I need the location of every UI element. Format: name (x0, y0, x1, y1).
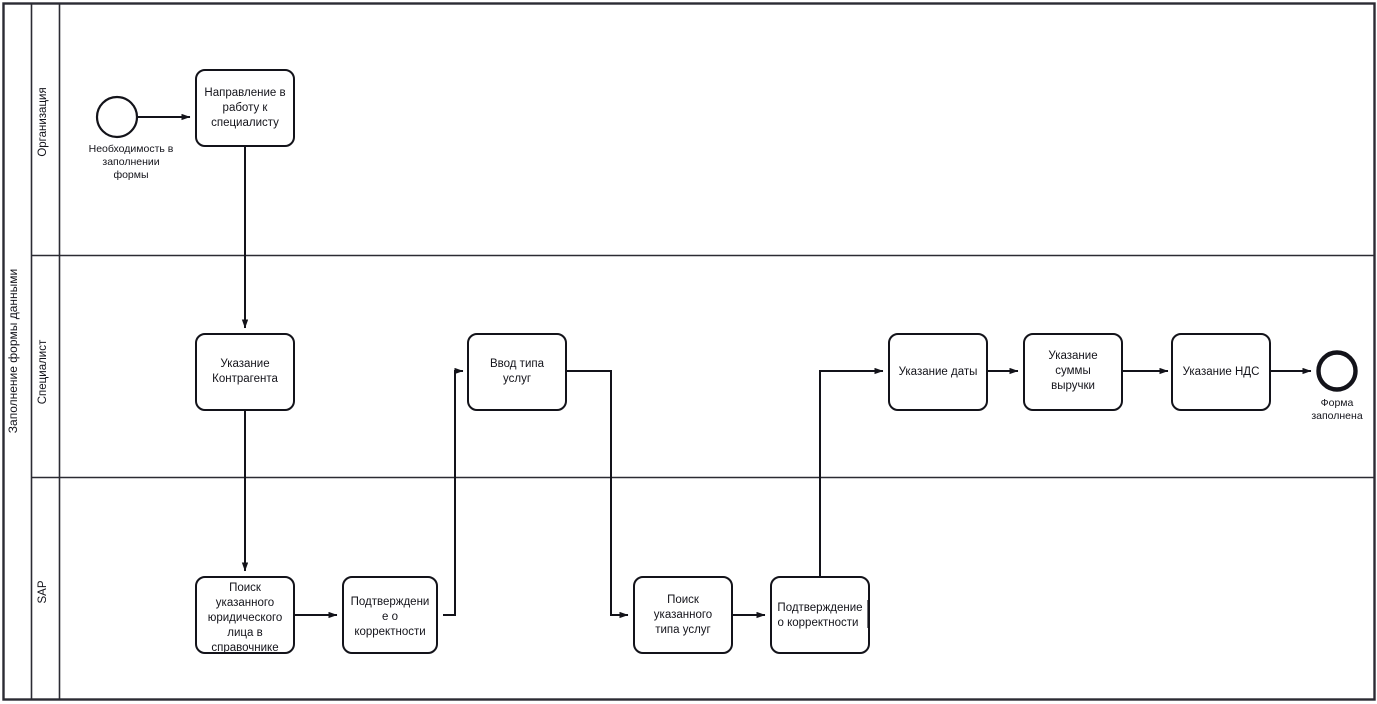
task-poisk-tipa-uslug-line-1: Поиск (667, 594, 700, 606)
end-event-label-line-2: заполнена (1311, 410, 1363, 422)
task-poisk-yur-lica-line-4: лица в (227, 627, 262, 639)
flow-podtverzhdenie1-to-vvod-tipa-uslug (443, 367, 464, 616)
flow-podtverzhdenie2-to-ukazanie-daty (819, 367, 884, 577)
task-ukazanie-nds-line-1: Указание НДС (1183, 366, 1260, 378)
task-ukazanie-daty[interactable]: Указание даты (888, 333, 988, 411)
task-vvod-tipa-uslug[interactable]: Ввод типа услуг (467, 333, 567, 411)
task-podtverzhdenie-1-rect[interactable] (342, 576, 438, 654)
end-event-label-line-1: Форма (1321, 397, 1354, 409)
lane-label-organization: Организация (37, 87, 49, 156)
task-ukazanie-kontragenta-line-1: Указание (220, 358, 269, 370)
task-podtverzhdenie-1-line-2: е о (382, 611, 398, 623)
task-poisk-yur-lica-line-2: указанного (216, 597, 274, 609)
task-poisk-tipa-uslug-rect[interactable] (633, 576, 733, 654)
lane-label-specialist: Специалист (37, 339, 49, 404)
task-ukazanie-summy-vyruchki[interactable]: Указание суммы выручки (1023, 333, 1123, 411)
task-vvod-tipa-uslug-line-1: Ввод типа (490, 358, 545, 370)
task-poisk-yur-lica-line-3: юридического (208, 612, 283, 624)
task-poisk-tipa-uslug-line-3: типа услуг (655, 624, 711, 636)
task-podtverzhdenie-2-rect[interactable] (770, 576, 870, 654)
task-poisk-yur-lica-rect[interactable] (195, 576, 295, 654)
task-podtverzhdenie-2[interactable]: Подтверждение о корректности (770, 576, 870, 654)
task-vvod-tipa-uslug-rect[interactable] (467, 333, 567, 411)
task-podtverzhdenie-1-line-3: корректности (354, 626, 425, 638)
task-ukazanie-summy-vyruchki-line-1: Указание (1048, 350, 1097, 362)
task-poisk-yur-lica-line-1: Поиск (229, 582, 262, 594)
task-poisk-tipa-uslug[interactable]: Поиск указанного типа услуг (633, 576, 733, 654)
task-napravlenie-line-1: Направление в (204, 87, 285, 99)
start-event-label-line-2: заполнении (102, 156, 159, 168)
start-event-label-line-3: формы (113, 169, 148, 181)
task-podtverzhdenie-2-line-1: Подтверждение (777, 602, 862, 614)
task-poisk-yur-lica-line-5: справочнике (211, 642, 278, 654)
task-poisk-yur-lica[interactable]: Поиск указанного юридического лица в спр… (195, 576, 295, 654)
task-ukazanie-summy-vyruchki-rect[interactable] (1023, 333, 1123, 411)
flow-vvod-tipa-uslug-to-poisk-tipa-uslug (566, 370, 629, 619)
task-ukazanie-kontragenta[interactable]: Указание Контрагента (195, 333, 295, 411)
task-podtverzhdenie-2-line-2: о корректности (778, 617, 859, 629)
task-ukazanie-nds-rect[interactable] (1171, 333, 1271, 411)
task-podtverzhdenie-1[interactable]: Подтверждени е о корректности (342, 576, 438, 654)
pool-label: Заполнение формы данными (6, 269, 20, 433)
task-ukazanie-daty-rect[interactable] (888, 333, 988, 411)
end-event-circle[interactable] (1316, 350, 1358, 392)
lane-label-sap: SAP (37, 580, 49, 603)
task-poisk-tipa-uslug-line-2: указанного (654, 609, 712, 621)
task-ukazanie-daty-line-1: Указание даты (899, 366, 978, 378)
task-ukazanie-nds[interactable]: Указание НДС (1171, 333, 1271, 411)
task-napravlenie-rect[interactable] (195, 69, 295, 147)
task-ukazanie-summy-vyruchki-line-3: выручки (1051, 380, 1095, 392)
task-ukazanie-summy-vyruchki-line-2: суммы (1055, 365, 1090, 377)
task-podtverzhdenie-1-line-1: Подтверждени (351, 596, 430, 608)
task-napravlenie[interactable]: Направление в работу к специалисту (195, 69, 295, 147)
start-event-label-line-1: Необходимость в (89, 143, 174, 155)
task-vvod-tipa-uslug-line-2: услуг (503, 373, 531, 385)
task-napravlenie-line-2: работу к (223, 102, 269, 114)
task-napravlenie-line-3: специалисту (211, 117, 279, 129)
task-ukazanie-kontragenta-rect[interactable] (195, 333, 295, 411)
start-event-circle[interactable] (95, 95, 139, 139)
task-ukazanie-kontragenta-line-2: Контрагента (212, 373, 278, 385)
